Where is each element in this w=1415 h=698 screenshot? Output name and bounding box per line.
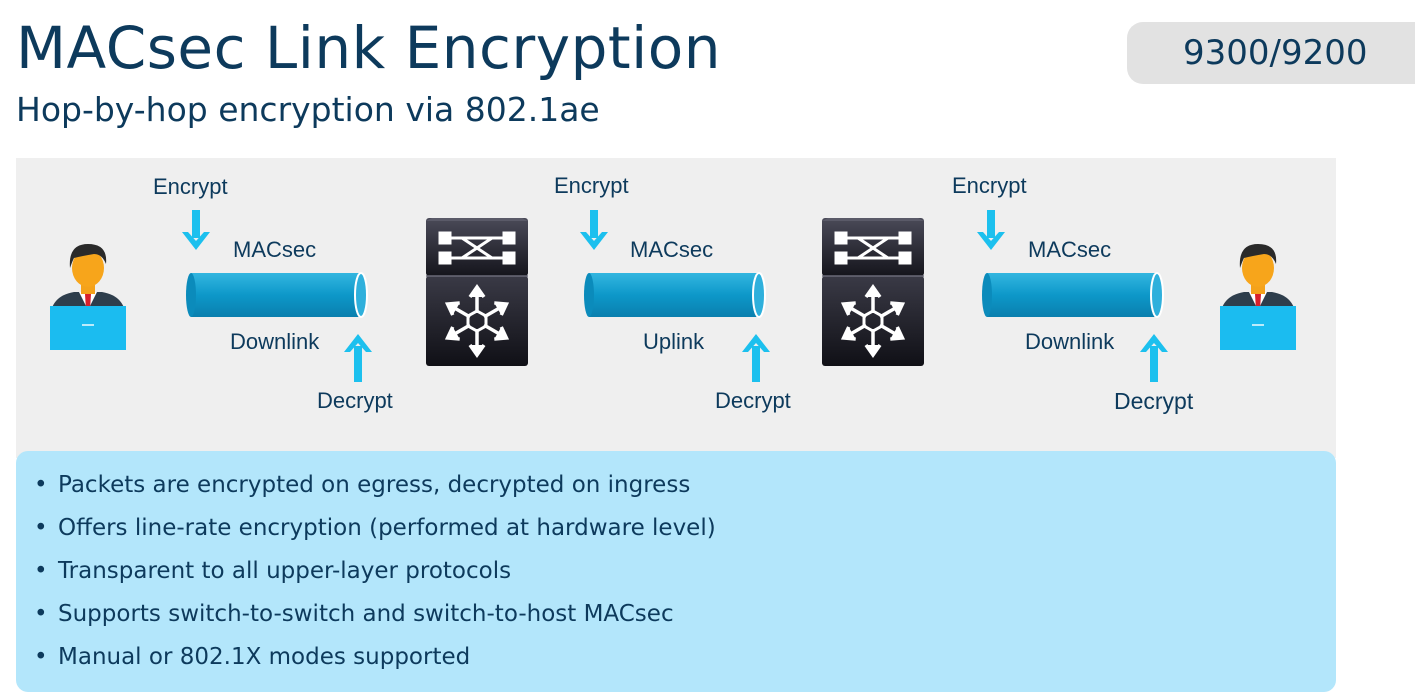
- encrypt-label-3: Encrypt: [952, 173, 1027, 198]
- decrypt-arrow-2-icon: [742, 334, 770, 382]
- switch-2-icon: [822, 218, 924, 366]
- protocol-label-3: MACsec: [1028, 237, 1111, 262]
- link-label-2: Uplink: [643, 329, 705, 354]
- right-user-laptop-icon: [1220, 244, 1296, 350]
- decrypt-label-1: Decrypt: [317, 388, 393, 413]
- link-label-3: Downlink: [1025, 329, 1115, 354]
- tunnel-3: [982, 272, 1164, 318]
- tunnel-2: [584, 272, 766, 318]
- decrypt-label-2: Decrypt: [715, 388, 791, 413]
- link-3: Encrypt MACsec Downlink Decrypt: [952, 173, 1194, 414]
- encrypt-arrow-1-icon: [182, 210, 210, 250]
- feature-bullets: •Packets are encrypted on egress, decryp…: [16, 451, 1336, 692]
- protocol-label-2: MACsec: [630, 237, 713, 262]
- diagram-panel: Encrypt MACsec Downlink Decrypt Encrypt …: [16, 158, 1336, 458]
- link-label-1: Downlink: [230, 329, 320, 354]
- list-item: •Transparent to all upper-layer protocol…: [34, 558, 512, 584]
- encryption-diagram: Encrypt MACsec Downlink Decrypt Encrypt …: [50, 173, 1296, 414]
- decrypt-label-3: Decrypt: [1114, 388, 1194, 414]
- encrypt-label-1: Encrypt: [153, 174, 228, 199]
- decrypt-arrow-1-icon: [344, 334, 372, 382]
- encrypt-arrow-3-icon: [977, 210, 1005, 250]
- bullet-list: •Packets are encrypted on egress, decryp…: [34, 467, 716, 682]
- page-title: MACsec Link Encryption: [16, 14, 722, 82]
- tunnel-1: [186, 272, 368, 318]
- encrypt-arrow-2-icon: [580, 210, 608, 250]
- left-user-laptop-icon: [50, 244, 126, 350]
- list-item: •Offers line-rate encryption (performed …: [34, 515, 716, 541]
- link-1: Encrypt MACsec Downlink Decrypt: [153, 174, 393, 413]
- list-item: •Supports switch-to-switch and switch-to…: [34, 601, 674, 627]
- protocol-label-1: MACsec: [233, 237, 316, 262]
- page-subtitle: Hop-by-hop encryption via 802.1ae: [16, 90, 600, 129]
- encrypt-label-2: Encrypt: [554, 173, 629, 198]
- list-item: •Manual or 802.1X modes supported: [34, 644, 471, 670]
- switch-1-icon: [426, 218, 528, 366]
- platform-badge: 9300/9200: [1127, 22, 1415, 84]
- list-item: •Packets are encrypted on egress, decryp…: [34, 472, 691, 498]
- decrypt-arrow-3-icon: [1140, 334, 1168, 382]
- link-2: Encrypt MACsec Uplink Decrypt: [554, 173, 791, 413]
